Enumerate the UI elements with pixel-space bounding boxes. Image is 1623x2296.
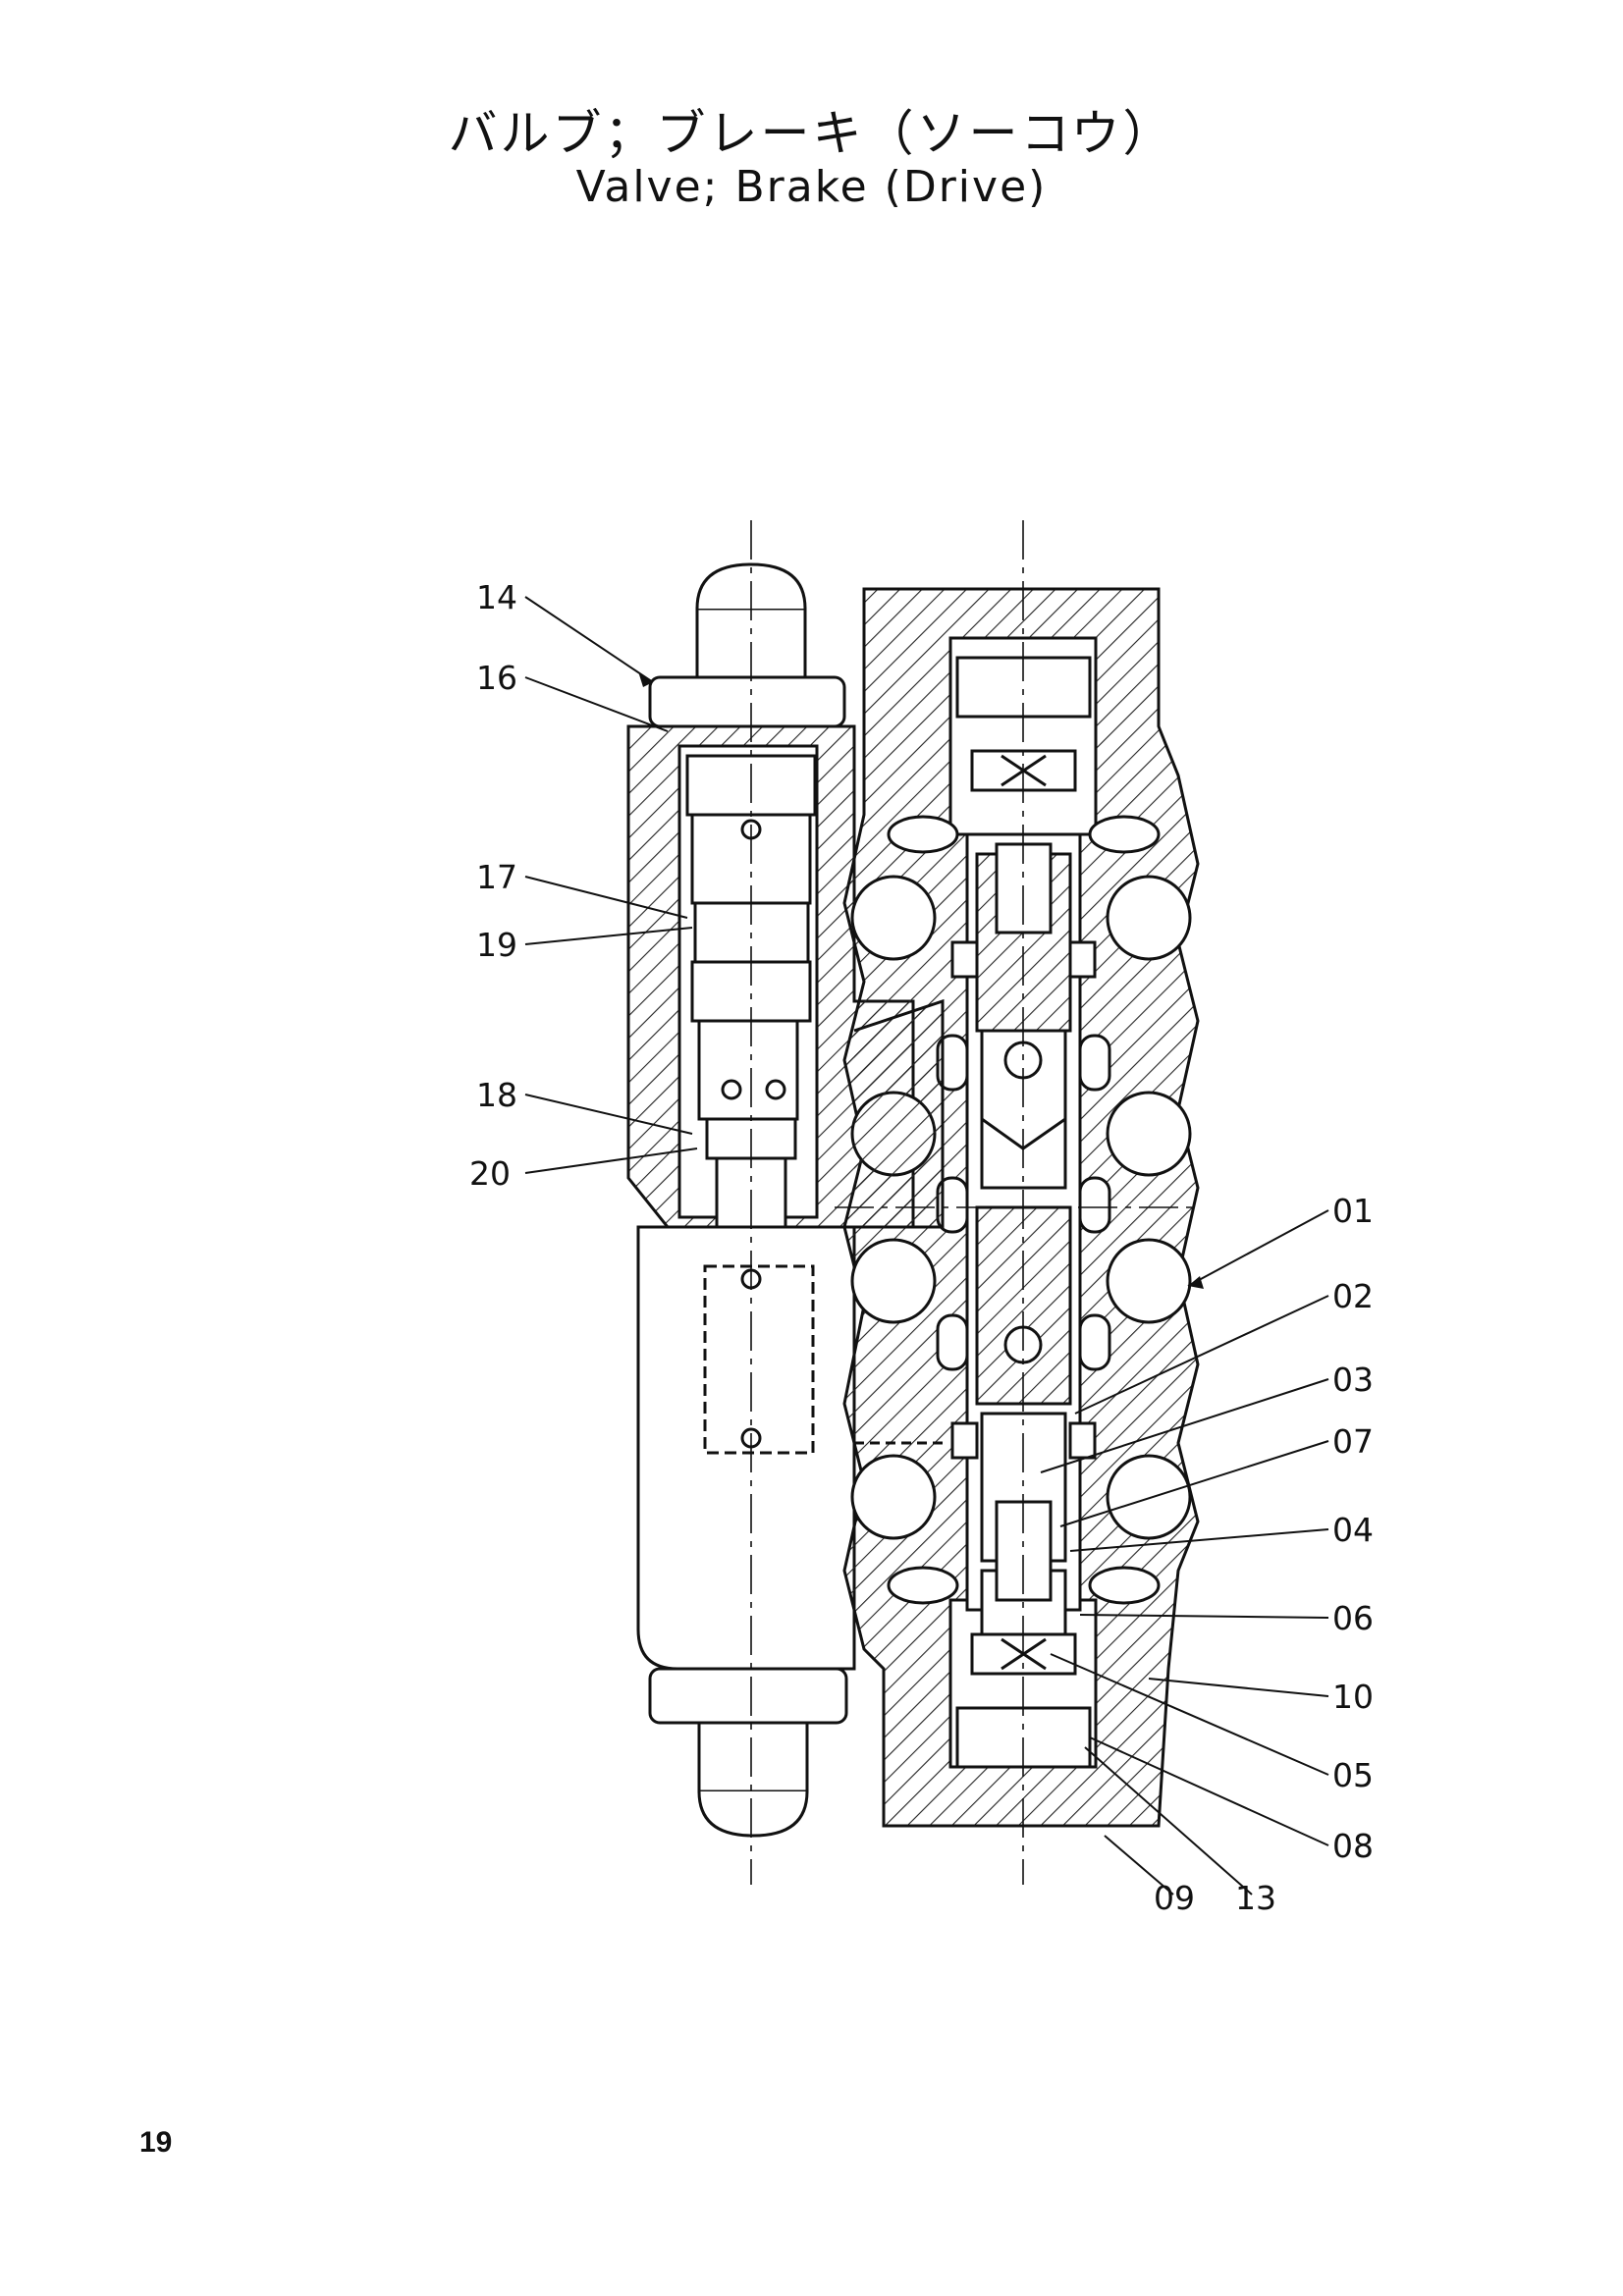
title-japanese: バルブ；ブレーキ（ソーコウ）: [448, 105, 1175, 162]
callout-03: 03: [1332, 1361, 1374, 1399]
callout-02: 02: [1332, 1277, 1374, 1315]
callout-19: 19: [476, 926, 517, 964]
callout-16: 16: [476, 659, 517, 697]
callout-07: 07: [1332, 1422, 1374, 1461]
callout-04: 04: [1332, 1511, 1374, 1549]
callout-17: 17: [476, 858, 517, 896]
callout-08: 08: [1332, 1827, 1374, 1865]
callout-20: 20: [469, 1154, 511, 1193]
callout-18: 18: [476, 1076, 517, 1114]
callout-06: 06: [1332, 1599, 1374, 1637]
callout-05: 05: [1332, 1756, 1374, 1794]
callout-09: 09: [1154, 1879, 1195, 1917]
callout-14: 14: [476, 578, 517, 616]
page-number: 19: [139, 2126, 173, 2159]
callout-10: 10: [1332, 1678, 1374, 1716]
callout-01: 01: [1332, 1192, 1374, 1230]
title-english: Valve; Brake (Drive): [575, 162, 1048, 212]
callout-13: 13: [1235, 1879, 1276, 1917]
